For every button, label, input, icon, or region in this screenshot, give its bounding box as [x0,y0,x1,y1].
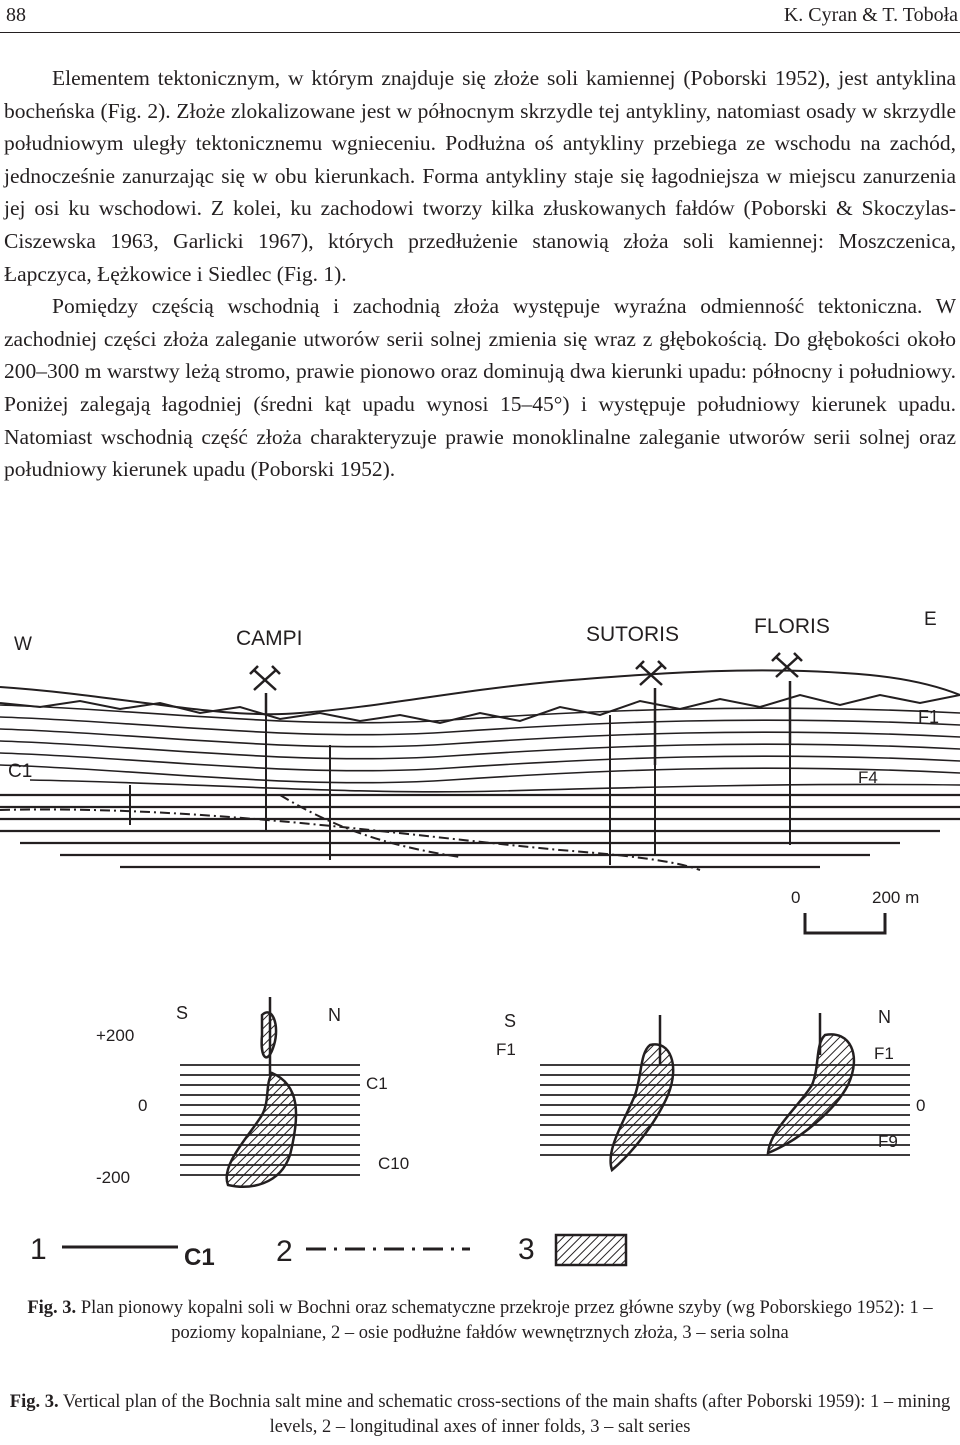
depth-minus200: -200 [96,1168,130,1187]
sutoris-shaft-icon [635,660,667,765]
depth-zero: 0 [138,1096,147,1115]
legend-item-1-label: C1 [184,1244,215,1271]
legend-salt-swatch [554,1233,628,1267]
legend-item-2-number: 2 [276,1235,293,1268]
left-section-north: N [328,1005,341,1025]
scale-zero: 0 [791,888,800,907]
right-section-north: N [878,1007,891,1027]
right-section-levels [540,1064,910,1156]
right-section-south: S [504,1011,516,1031]
plan-upper-belt [0,704,960,793]
paragraph-1: Elementem tektonicznym, w którym znajduj… [4,66,956,286]
left-section-c10: C10 [378,1154,409,1173]
page-header: 88 K. Cyran & T. Toboła [0,0,960,34]
running-head-authors: K. Cyran & T. Toboła [783,4,958,26]
cross-section-right: S N F1 F1 0 F9 [496,1007,925,1173]
cross-section-left: S N +200 0 -200 C1 C10 [96,997,409,1188]
depth-plus200: +200 [96,1026,134,1045]
right-section-f1-right: F1 [874,1044,894,1063]
fold-axis-1 [0,808,701,871]
header-rule [0,32,960,33]
fold-axis-2 [279,794,461,858]
figure-legend: 1 C1 2 3 [30,1233,628,1271]
plan-c1-label: C1 [8,761,32,782]
right-section-f1-left: F1 [496,1040,516,1059]
plan-east-label: E [924,609,937,630]
plan-west-label: W [14,634,32,655]
zigzag-line [0,693,960,725]
figure-3: W E CAMPI SUTORIS FLORIS C1 F1 [0,595,960,1285]
caption-polish-text: Plan pionowy kopalni soli w Bochni oraz … [80,1298,933,1343]
left-section-south: S [176,1003,188,1023]
plan-mining-levels [0,793,960,869]
legend-item-1-number: 1 [30,1233,47,1266]
caption-english: Fig. 3. Vertical plan of the Bochnia sal… [4,1390,956,1440]
shaft-floris-label: FLORIS [754,615,830,638]
right-section-f9: F9 [878,1132,898,1151]
surface-line [0,669,960,716]
caption-english-tag: Fig. 3. [9,1392,59,1412]
plan-f1-label: F1 [918,707,939,727]
caption-english-text: Vertical plan of the Bochnia salt mine a… [62,1392,951,1437]
body-text: Elementem tektonicznym, w którym znajduj… [4,62,956,486]
caption-polish-tag: Fig. 3. [27,1298,77,1318]
scale-end: 200 m [872,888,919,907]
campi-shaft-icon [249,665,281,713]
caption-polish: Fig. 3. Plan pionowy kopalni soli w Boch… [4,1296,956,1346]
floris-shaft-icon [771,652,803,745]
page-number: 88 [6,4,26,26]
left-section-c1: C1 [366,1074,388,1093]
plan-shafts [129,713,791,865]
right-section-zero: 0 [916,1096,925,1115]
scale-bar: 0 200 m [791,888,919,935]
mine-plan: W E CAMPI SUTORIS FLORIS C1 F1 [0,609,960,935]
shaft-sutoris-label: SUTORIS [586,623,679,646]
shaft-campi-label: CAMPI [236,627,303,650]
paragraph-2: Pomiędzy częścią wschodnią i zachodnią z… [4,294,956,482]
plan-f4-label: F4 [858,768,878,787]
legend-item-3-number: 3 [518,1233,535,1266]
